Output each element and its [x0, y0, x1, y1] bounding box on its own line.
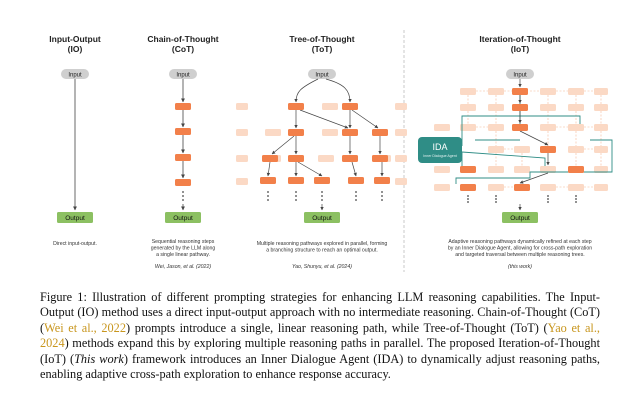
tot-node [262, 155, 278, 162]
iot-input-node [506, 69, 534, 79]
tot-output-node [304, 212, 340, 223]
io-abbr: (IO) [68, 44, 83, 54]
tot-panel: Input [236, 69, 407, 223]
iot-description: by an Inner Dialogue Agent, allowing for… [448, 246, 592, 252]
tot-node [342, 129, 358, 136]
cot-citation: Wei, Jason, et al. (2022) [155, 264, 211, 270]
cot-description: Sequential reasoning steps [152, 239, 215, 245]
citation-link[interactable]: Wei et al., 2022 [44, 320, 126, 335]
tot-input-label: Input [315, 73, 329, 79]
iot-input-label: Input [513, 73, 527, 79]
iot-description: Adaptive reasoning pathways dynamically … [448, 239, 591, 245]
tot-node [260, 177, 276, 184]
tot-node [374, 177, 390, 184]
caption-text: Illustration of different prompting stra… [40, 290, 601, 335]
cot-input-node [169, 69, 197, 79]
io-input-node [61, 69, 89, 79]
cot-step-node [175, 179, 191, 186]
figure-caption: Figure 1: Illustration of different prom… [40, 290, 600, 382]
iot-node [514, 184, 530, 191]
cot-step-node [175, 128, 191, 135]
iot-node [540, 146, 556, 153]
tot-node [372, 155, 388, 162]
iot-node [460, 184, 476, 191]
tot-node [288, 103, 304, 110]
tot-abbr: (ToT) [312, 44, 333, 54]
caption-label: Figure 1: [40, 290, 87, 304]
tot-node [372, 129, 388, 136]
citation-link[interactable]: Yao et al., 2024 [40, 320, 600, 351]
tot-description: a branching structure to reach an optima… [266, 248, 378, 254]
caption-text: ) prompts introduce a single, linear rea… [125, 320, 548, 335]
cot-output-label: Output [173, 215, 193, 222]
io-output-label: Output [65, 215, 85, 222]
cot-input-label: Input [176, 73, 190, 79]
caption-text: ) methods expand this by exploring multi… [40, 336, 600, 366]
iot-node [512, 124, 528, 131]
cot-output-node [165, 212, 201, 223]
tot-description: Multiple reasoning pathways explored in … [257, 241, 388, 247]
tot-node [288, 129, 304, 136]
iot-citation: (this work) [508, 264, 532, 270]
tot-citation: Yao, Shunyu, et al. (2024) [292, 264, 352, 270]
iot-node [460, 166, 476, 173]
io-input-label: Input [68, 73, 82, 79]
tot-node [288, 177, 304, 184]
tot-node [348, 177, 364, 184]
io-title: Input-Output [49, 34, 101, 44]
ida-agent-box [418, 137, 462, 163]
io-output-node [57, 212, 93, 223]
cot-description: a single linear pathway. [156, 252, 210, 258]
tot-node [342, 103, 358, 110]
cot-panel: Input Output [165, 69, 201, 223]
caption-italic: This work [74, 351, 124, 366]
io-description: Direct input-output. [53, 241, 97, 247]
iot-description: and targeted traversal between multiple … [455, 252, 584, 258]
iot-output-node [502, 212, 538, 223]
tot-input-node [308, 69, 336, 79]
cot-step-node [175, 103, 191, 110]
ida-sublabel: Inner Dialogue Agent [423, 154, 457, 158]
iot-title: Iteration-of-Thought [479, 34, 560, 44]
tot-node [288, 155, 304, 162]
iot-output-label: Output [510, 215, 530, 222]
cot-title: Chain-of-Thought [147, 34, 218, 44]
cot-description: generated by the LLM along [151, 246, 216, 252]
iot-abbr: (IoT) [511, 44, 530, 54]
tot-node [314, 177, 330, 184]
tot-title: Tree-of-Thought [289, 34, 354, 44]
tot-output-label: Output [312, 215, 332, 222]
iot-node [512, 104, 528, 111]
ida-label: IDA [432, 142, 447, 152]
cot-step-node [175, 154, 191, 161]
iot-node [512, 88, 528, 95]
io-panel: Input Output [57, 69, 93, 223]
iot-panel: Input [418, 69, 613, 223]
cot-abbr: (CoT) [172, 44, 194, 54]
iot-node [568, 166, 584, 173]
figure-1-diagram: Input-Output (IO) Chain-of-Thought (CoT)… [49, 30, 613, 272]
caption-text: ) framework introduces an Inner Dialogue… [40, 351, 600, 382]
tot-node [342, 155, 358, 162]
